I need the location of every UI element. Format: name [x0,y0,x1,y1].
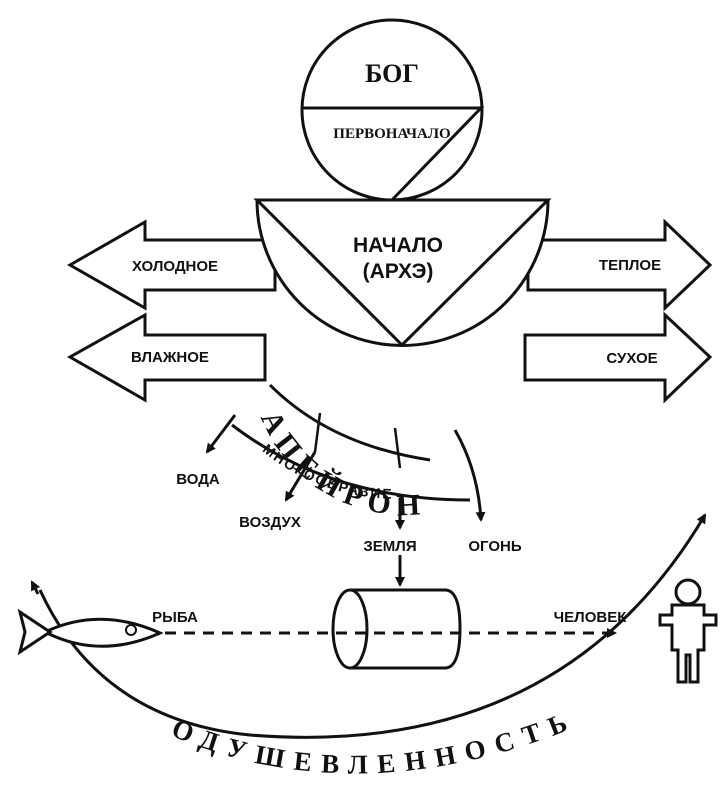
arrow-warm: ТЕПЛОЕ [526,218,713,312]
arrow-air [284,451,317,502]
earth-label: ЗЕМЛЯ [363,538,416,555]
air-label: ВОЗДУХ [239,514,301,531]
fish-label: РЫБА [152,609,198,626]
apeiron-group: НАЧАЛО (АРХЭ) АПЕЙРОН [253,198,552,523]
god-circle [300,18,484,202]
apeiron-semicircle [255,198,550,347]
cold-label: ХОЛОДНОЕ [132,258,218,275]
fish-icon [17,608,164,656]
warm-label: ТЕПЛОЕ [599,257,661,274]
human-icon [658,578,718,684]
animation-label: ОДУШЕВЛЕННОСТЬ [168,704,581,780]
arrow-dry: СУХОЕ [523,311,713,404]
arrow-wet: ВЛАЖНОЕ [66,312,267,403]
principle-triangle [253,198,552,348]
principle-label: НАЧАЛО [353,234,443,257]
first-principle-triangle [303,106,485,202]
first-principle-label: ПЕРВОНАЧАЛО [333,126,450,142]
god-label: БОГ [365,59,419,88]
water-label: ВОДА [176,471,220,488]
arrow-water [205,414,237,454]
human-label: ЧЕЛОВЕК [554,609,628,626]
element-arrows [205,414,486,587]
god-circle-group: БОГ ПЕРВОНАЧАЛО [300,18,485,202]
fire-label: ОГОНЬ [468,538,521,555]
cylinder [331,588,462,670]
arrow-cold: ХОЛОДНОЕ [66,219,277,311]
wet-label: ВЛАЖНОЕ [131,349,209,366]
arche-label: (АРХЭ) [363,260,434,283]
dry-label: СУХОЕ [606,350,657,367]
arrow-fire [453,429,486,522]
